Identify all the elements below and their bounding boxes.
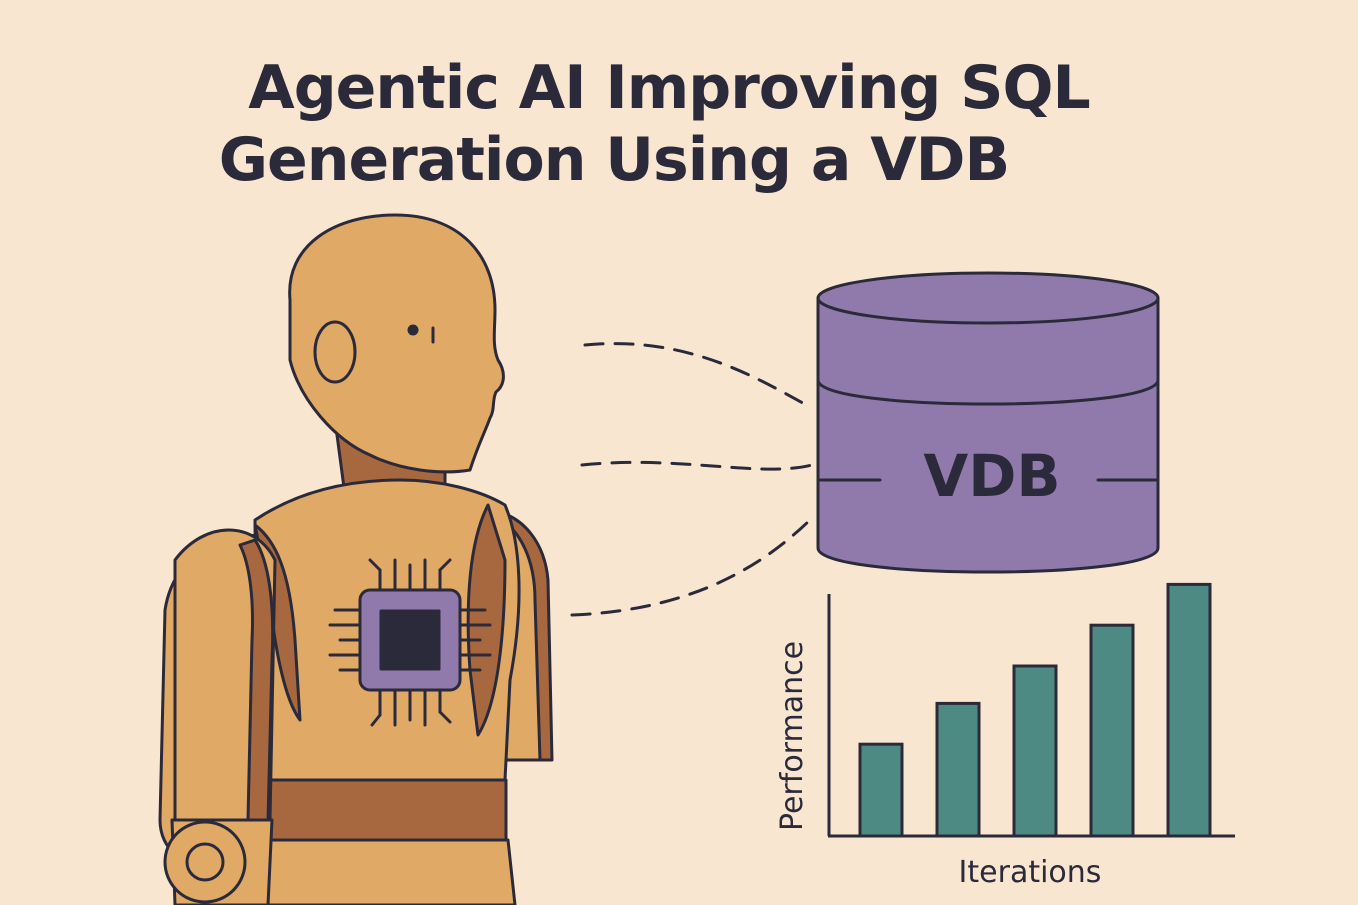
chart-bar-3 bbox=[1012, 664, 1058, 838]
dashed-connectors bbox=[570, 342, 817, 617]
title-line-1: Agentic AI Improving SQL bbox=[248, 53, 1090, 123]
performance-chart: Iterations Performance bbox=[775, 582, 1235, 890]
chart-bars bbox=[858, 582, 1212, 838]
chart-bar-2 bbox=[935, 701, 981, 838]
robot-agent-icon bbox=[158, 213, 554, 905]
connector-top bbox=[583, 342, 814, 410]
chart-bar-5 bbox=[1166, 582, 1212, 838]
x-axis-label: Iterations bbox=[959, 855, 1102, 890]
connector-bottom bbox=[570, 513, 817, 617]
y-axis-label: Performance bbox=[775, 641, 810, 831]
chart-bar-1 bbox=[858, 742, 904, 838]
connector-middle bbox=[580, 460, 814, 471]
database-label: VDB bbox=[923, 442, 1060, 510]
title-line-2: Generation Using a VDB bbox=[218, 125, 1010, 195]
chart-bar-4 bbox=[1089, 623, 1135, 838]
database-cylinder-icon bbox=[816, 271, 1160, 574]
page-title: Agentic AI Improving SQL Generation Usin… bbox=[0, 52, 1358, 196]
chip-icon bbox=[328, 558, 492, 727]
